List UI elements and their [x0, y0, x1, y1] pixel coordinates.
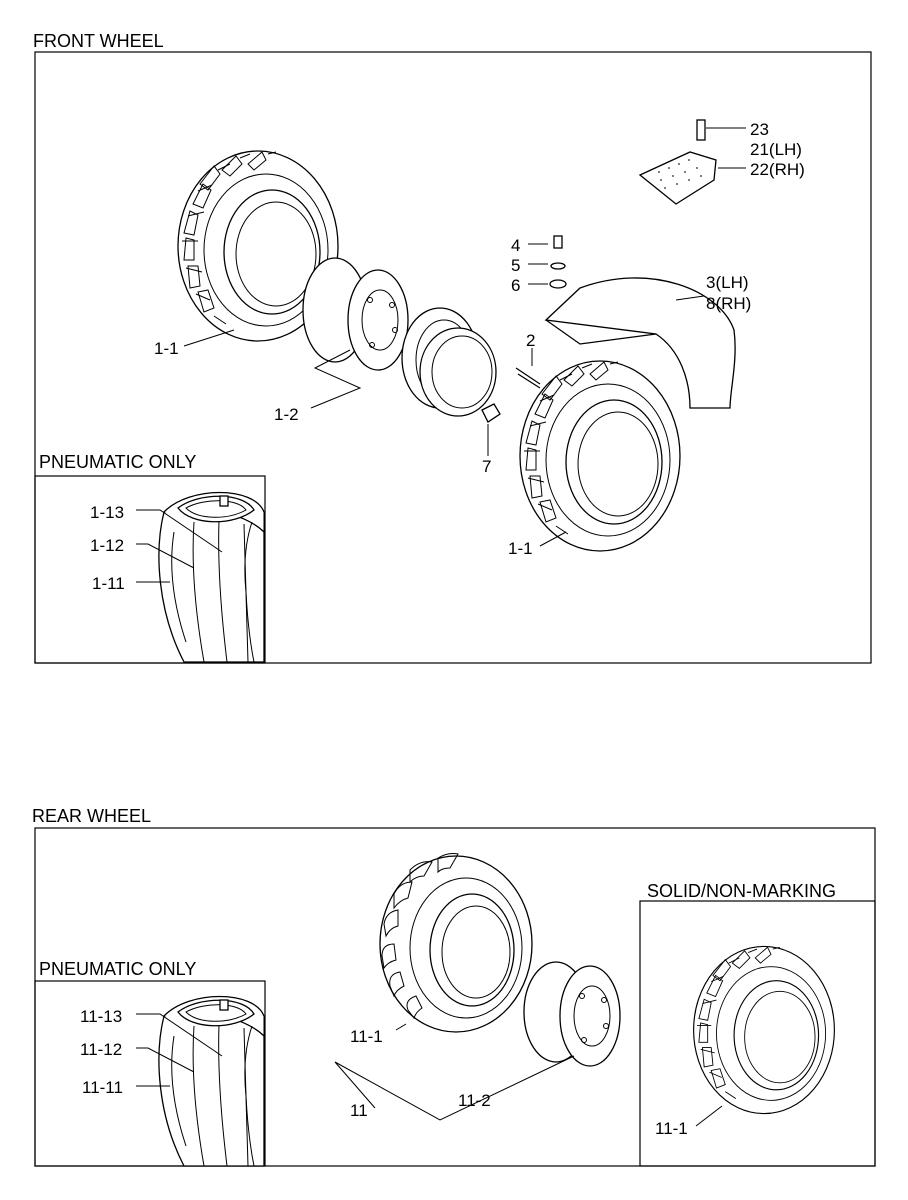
callout-tire-upper: 1-1	[154, 339, 179, 358]
front-wheel-frame	[34, 51, 872, 664]
rear-inset-tube	[158, 995, 265, 1167]
step-plate	[638, 119, 717, 205]
callout-bolt: 4	[511, 236, 520, 255]
callout-tube: 1-11	[92, 574, 125, 593]
front-inset-title: PNEUMATIC ONLY	[39, 452, 196, 472]
front-inset-tube	[158, 491, 265, 663]
callout-valve: 1-13	[90, 503, 124, 522]
callout-rear-tire: 11-1	[350, 1027, 383, 1046]
front-tire-lower	[519, 360, 681, 552]
callout-fender-rh: 8(RH)	[706, 294, 751, 313]
rear-inset-frame	[34, 980, 266, 1167]
callout-wheel-assy: 1-2	[274, 405, 299, 424]
callout-washer2: 6	[511, 276, 520, 295]
stud	[515, 367, 541, 389]
callout-step-rh: 22(RH)	[750, 160, 805, 179]
rear-inset-title: PNEUMATIC ONLY	[39, 959, 196, 979]
callout-washer1: 5	[511, 256, 520, 275]
nut	[481, 403, 501, 423]
callout-flap: 1-12	[90, 536, 124, 555]
callout-rear-assy: 11	[350, 1101, 368, 1120]
front-wheel-title: FRONT WHEEL	[33, 31, 164, 51]
callout-rear-tube: 11-11	[82, 1078, 123, 1097]
rear-rim	[523, 961, 621, 1067]
front-inset-frame	[34, 475, 266, 664]
callout-tire-lower: 1-1	[508, 539, 533, 558]
callout-stud: 2	[526, 331, 535, 350]
solid-inset-title: SOLID/NON-MARKING	[647, 881, 836, 901]
callout-fender-lh: 3(LH)	[706, 273, 749, 292]
rear-tire	[379, 852, 533, 1033]
callout-rear-rim: 11-2	[458, 1091, 491, 1110]
fender-bolt-stack	[549, 235, 567, 289]
solid-inset-frame	[639, 900, 876, 1167]
rear-wheel-title: REAR WHEEL	[32, 806, 151, 826]
callout-step-bolt: 23	[750, 120, 769, 139]
fender	[544, 277, 736, 409]
callout-step-lh: 21(LH)	[750, 140, 802, 159]
callout-nut: 7	[482, 457, 491, 476]
callout-rear-flap: 11-12	[80, 1040, 122, 1059]
front-wheel-hub	[302, 257, 497, 417]
callout-solid-tire: 11-1	[655, 1119, 688, 1138]
solid-tire	[693, 945, 835, 1115]
callout-rear-valve: 11-13	[80, 1007, 122, 1026]
